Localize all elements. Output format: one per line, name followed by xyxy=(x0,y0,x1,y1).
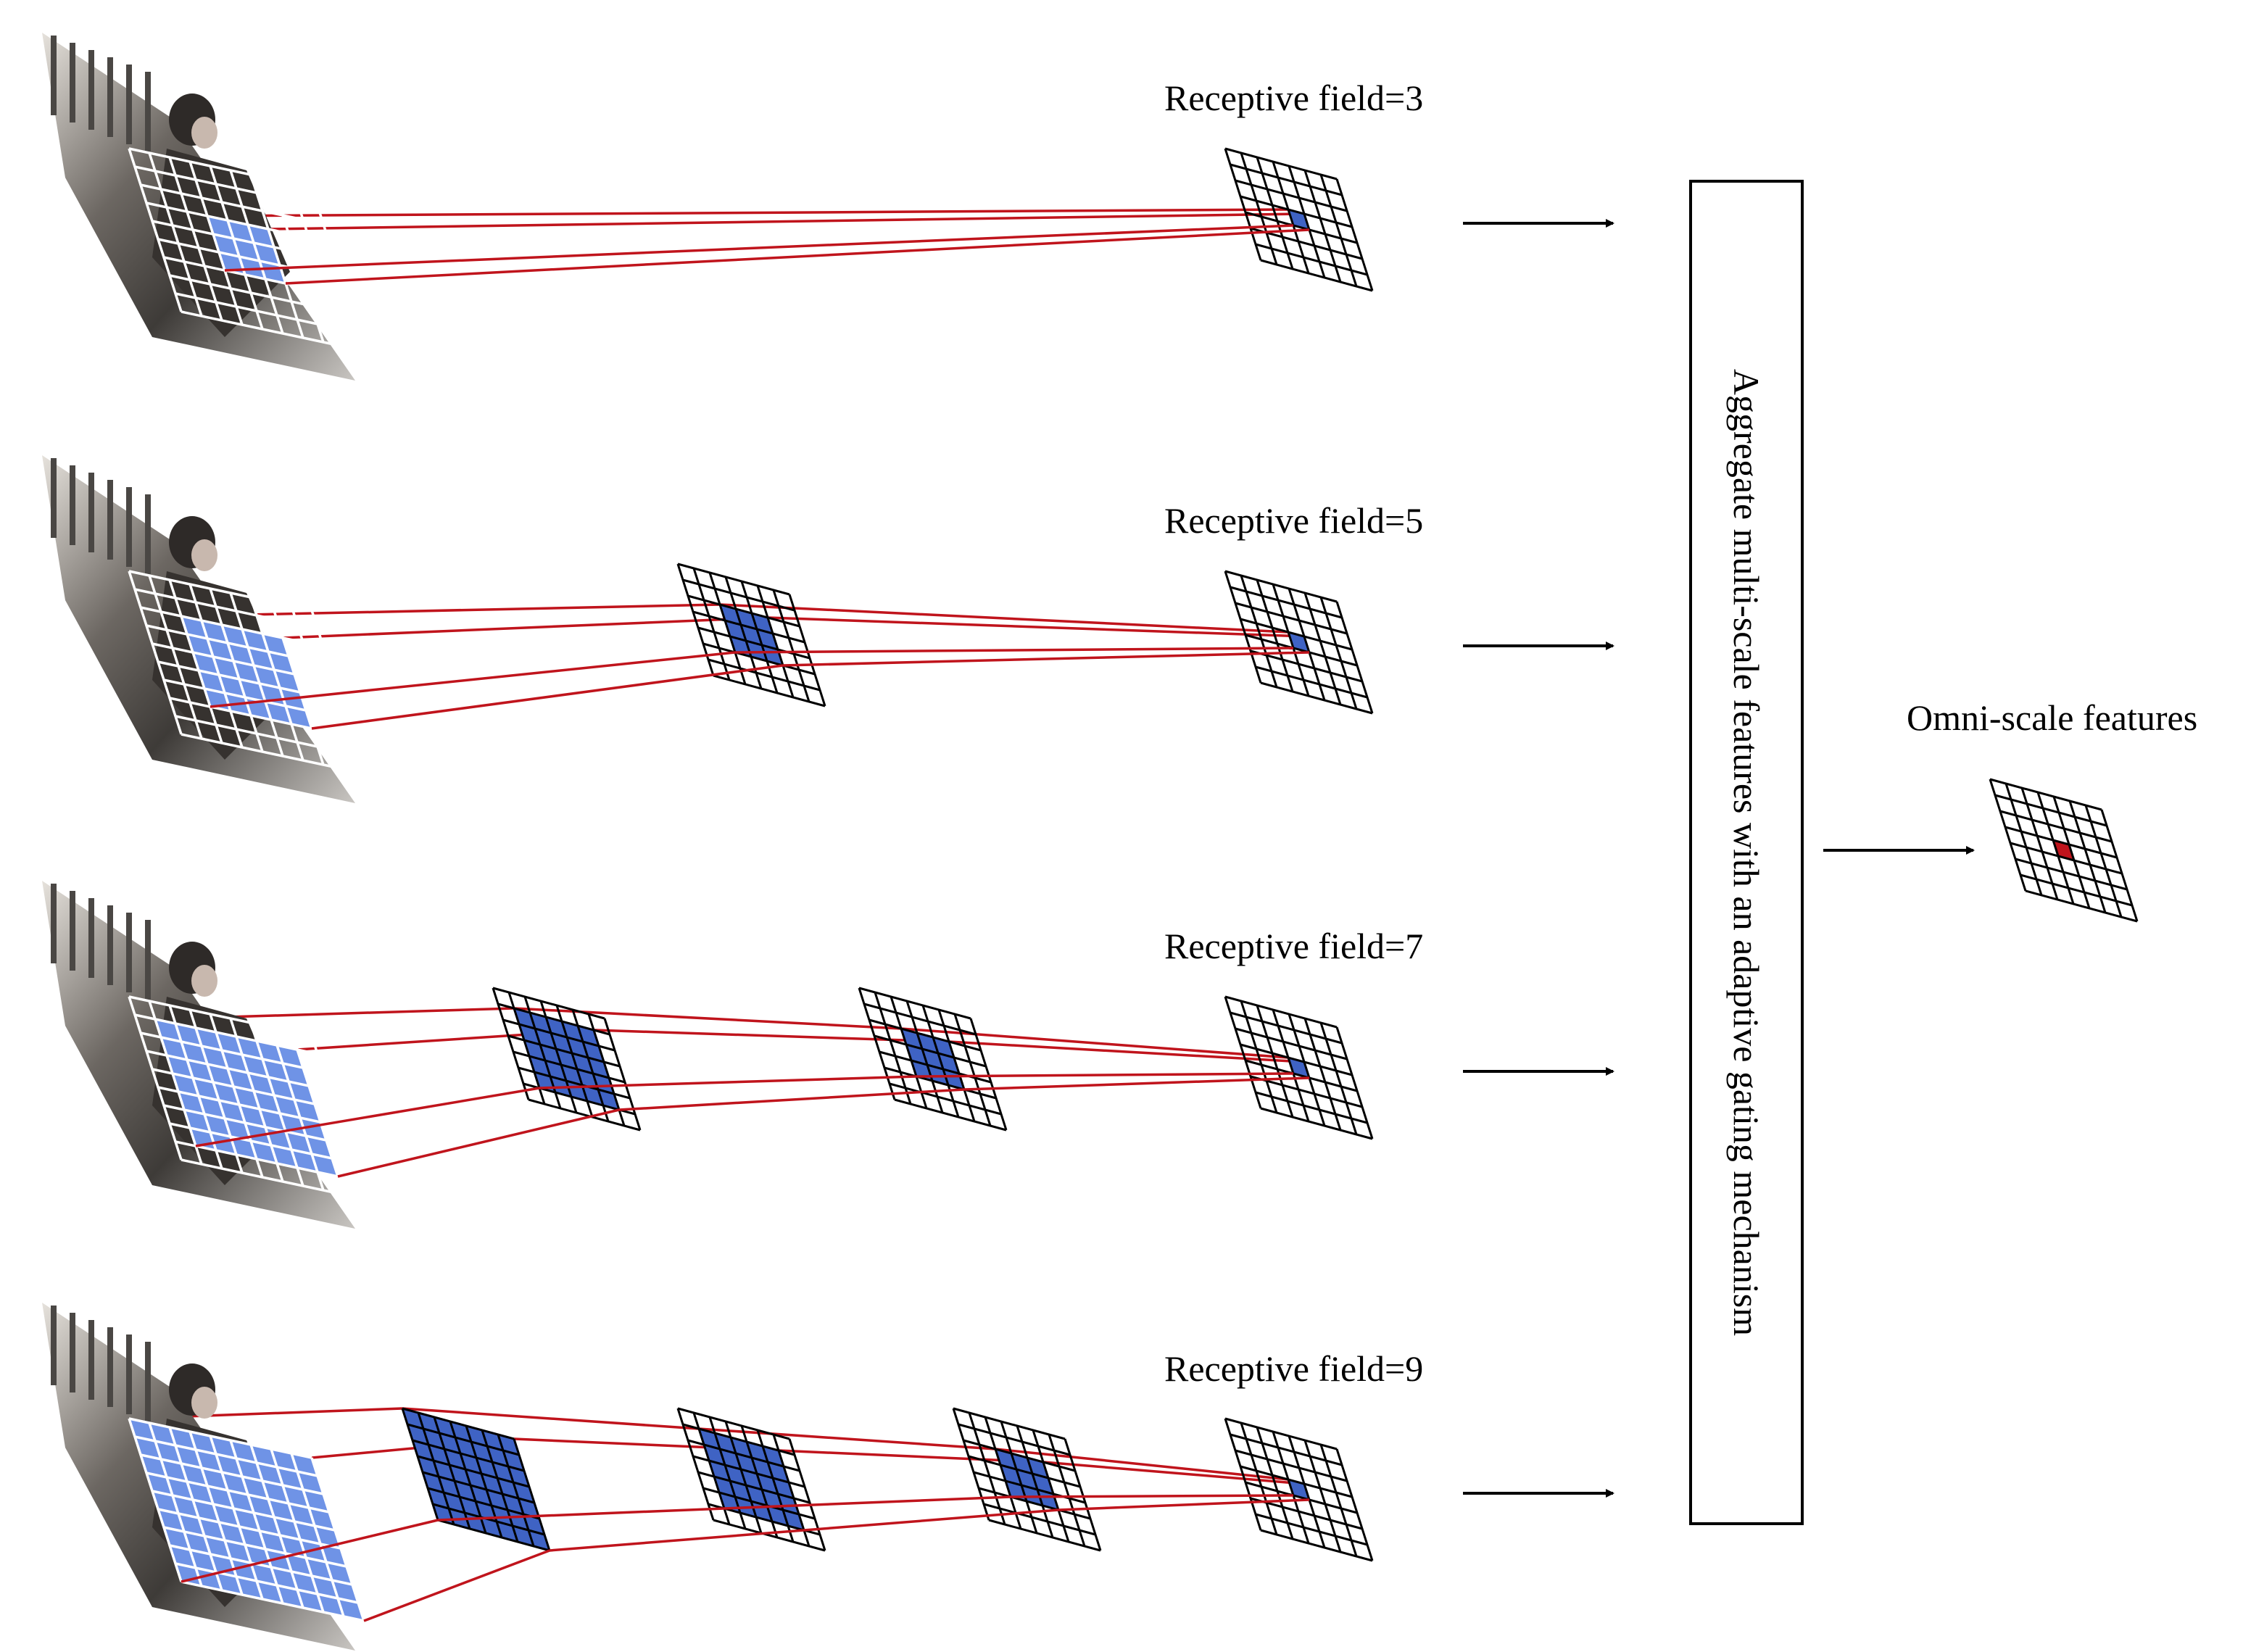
output-feature-map xyxy=(1989,778,2139,923)
feature-map-4-1-patch xyxy=(402,1408,550,1551)
connection-line xyxy=(282,616,768,639)
person-face xyxy=(191,1387,217,1419)
connection-lines-layer xyxy=(128,208,1305,1485)
connection-line xyxy=(210,651,736,708)
output-label: Omni-scale features xyxy=(1907,697,2198,738)
window-bar xyxy=(145,494,151,574)
connection-line xyxy=(311,664,784,730)
input-photo-1 xyxy=(42,33,355,381)
window-bar xyxy=(51,36,57,115)
connection-line xyxy=(803,1508,1059,1532)
connection-line xyxy=(618,1088,965,1111)
person-face xyxy=(191,965,217,997)
feature-maps-layer xyxy=(42,33,2139,1651)
input-grid-4 xyxy=(128,1417,365,1622)
row-1-label: Receptive field=3 xyxy=(1164,78,1424,118)
connection-line xyxy=(539,1075,917,1089)
window-bar xyxy=(126,487,132,567)
window-bar xyxy=(107,57,113,137)
connection-line xyxy=(995,1448,1289,1481)
window-bar xyxy=(51,1306,57,1385)
connection-line xyxy=(1010,1494,1294,1498)
connection-line xyxy=(734,647,1294,654)
row-3-label: Receptive field=7 xyxy=(1164,926,1424,966)
window-bar xyxy=(70,891,75,971)
connection-line xyxy=(181,1519,439,1583)
arrows-layer xyxy=(1463,219,1975,1498)
feature-map-2-1 xyxy=(676,563,826,707)
connection-line xyxy=(963,1076,1310,1091)
aggregation-box: Aggregate multi-scale features with an a… xyxy=(1689,180,1804,1525)
window-bar xyxy=(88,473,94,552)
feature-map-3-final xyxy=(1224,995,1374,1140)
connection-line xyxy=(549,1529,805,1552)
connection-lines-front-layer xyxy=(181,224,1310,1622)
connection-line xyxy=(268,212,1305,231)
feature-map-4-2-patch xyxy=(699,1429,804,1530)
window-bar xyxy=(70,1313,75,1392)
connection-line xyxy=(1058,1498,1310,1511)
connection-line xyxy=(337,1108,620,1178)
connection-line xyxy=(224,224,1294,272)
feature-map-3-2-patch xyxy=(901,1029,964,1089)
window-bar xyxy=(126,1335,132,1414)
connection-line xyxy=(767,616,1305,638)
window-bar xyxy=(107,905,113,985)
window-bar xyxy=(88,50,94,130)
feature-map-4-3 xyxy=(952,1407,1102,1552)
window-bar xyxy=(145,920,151,1000)
connection-line xyxy=(916,1072,1294,1078)
connection-line xyxy=(782,651,1310,667)
window-bar xyxy=(70,43,75,123)
window-bar xyxy=(88,1320,94,1400)
window-bar xyxy=(126,913,132,992)
input-receptive-patch-4 xyxy=(129,1419,364,1621)
row-4-label: Receptive field=9 xyxy=(1164,1348,1424,1389)
connection-line xyxy=(207,208,1289,217)
window-bar xyxy=(51,884,57,963)
feature-map-4-3-patch xyxy=(995,1449,1058,1510)
feature-map-3-2 xyxy=(858,987,1008,1132)
connection-line xyxy=(719,603,1289,634)
person-face xyxy=(191,539,217,571)
connection-line xyxy=(181,603,721,618)
input-grid-2 xyxy=(128,570,365,775)
feature-map-1-final xyxy=(1224,147,1374,292)
connection-line xyxy=(1042,1461,1305,1485)
feature-map-4-final xyxy=(1224,1417,1374,1562)
connection-line xyxy=(724,1495,1011,1510)
row-2-label: Receptive field=5 xyxy=(1164,500,1424,541)
input-grid-3 xyxy=(128,995,365,1200)
feature-map-4-1 xyxy=(401,1407,551,1552)
feature-map-2-final xyxy=(1224,570,1374,715)
input-receptive-patch-3 xyxy=(155,1019,338,1176)
connection-line xyxy=(285,228,1310,285)
aggregation-label: Aggregate multi-scale features with an a… xyxy=(1726,368,1767,1337)
input-grid-1 xyxy=(128,147,365,352)
person-face xyxy=(191,117,217,149)
window-bar xyxy=(145,72,151,151)
connection-line xyxy=(593,1029,950,1043)
connection-line xyxy=(437,1507,725,1522)
window-bar xyxy=(107,480,113,560)
feature-map-2-1-patch xyxy=(720,605,783,665)
window-bar xyxy=(70,465,75,545)
connection-line xyxy=(195,1087,540,1147)
window-bar xyxy=(126,65,132,144)
feature-map-3-1-patch xyxy=(514,1008,619,1110)
input-receptive-patch-1 xyxy=(207,216,286,283)
connection-line xyxy=(698,1427,996,1450)
window-bar xyxy=(107,1327,113,1407)
window-bar xyxy=(145,1342,151,1421)
connection-line xyxy=(402,1407,700,1430)
connection-line xyxy=(900,1027,1289,1059)
connection-line xyxy=(363,1549,550,1622)
window-bar xyxy=(88,898,94,978)
window-bar xyxy=(51,458,57,538)
